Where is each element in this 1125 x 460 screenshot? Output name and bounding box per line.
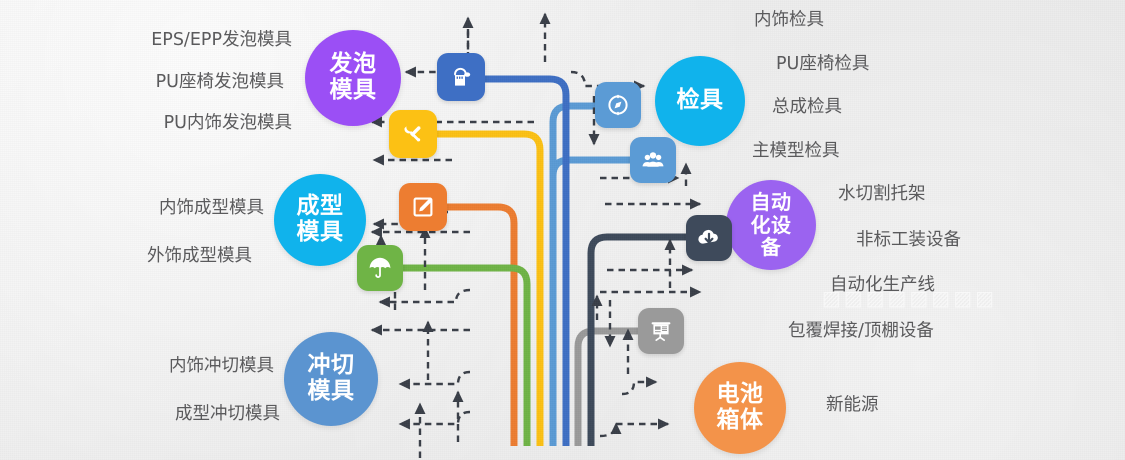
pipe-tools (430, 130, 544, 446)
phone-support-icon (454, 67, 471, 86)
label-auto-2: 非标工装设备 (856, 229, 961, 250)
labels-forming-mold: 内饰成型模具 外饰成型模具 (20, 198, 264, 266)
tile-edit[interactable] (399, 183, 447, 231)
umbrella-icon (369, 257, 391, 278)
hub-foaming-mold[interactable]: 发泡 模具 (305, 30, 401, 126)
arrow-left-7 (398, 410, 471, 430)
tile-compass[interactable] (595, 82, 641, 128)
hub-forming-mold[interactable]: 成型 模具 (274, 174, 366, 266)
hub-inspection-tool[interactable]: 检具 (655, 56, 745, 146)
label-punch-1: 内饰冲切模具 (169, 356, 274, 376)
hub-automation[interactable]: 自动 化设 备 (726, 180, 816, 270)
label-auto-1: 水切割托架 (838, 184, 926, 204)
label-forming-1: 内饰成型模具 (159, 198, 264, 218)
label-foaming-3: PU内饰发泡模具 (163, 113, 292, 133)
tile-team[interactable] (630, 137, 676, 183)
label-inspect-2: PU座椅检具 (776, 53, 870, 74)
hub-punching-mold-label: 冲切 模具 (307, 352, 355, 404)
hub-foaming-mold-label: 发泡 模具 (329, 51, 377, 103)
pipe-delivery (587, 233, 686, 446)
tile-presentation[interactable] (638, 308, 684, 354)
tools-icon (404, 126, 421, 142)
pipe-service (480, 75, 570, 446)
arrow-left-6 (398, 370, 471, 390)
presentation-icon (651, 322, 671, 342)
compass-icon (608, 94, 628, 116)
arrow-left-4 (378, 288, 471, 308)
labels-foaming-mold: EPS/EPP发泡模具 PU座椅发泡模具 PU内饰发泡模具 (20, 30, 292, 133)
arrow-right-5 (621, 376, 658, 396)
labels-inspection-tool: 内饰检具 PU座椅检具 总成检具 主模型检具 (752, 10, 1052, 161)
hub-battery-case[interactable]: 电池 箱体 (694, 362, 786, 454)
people-group-icon (642, 152, 664, 167)
hub-forming-mold-label: 成型 模具 (296, 193, 344, 245)
hub-automation-label: 自动 化设 备 (750, 190, 792, 260)
hub-punching-mold[interactable]: 冲切 模具 (284, 332, 378, 426)
label-forming-2: 外饰成型模具 (147, 245, 252, 266)
label-punch-2: 成型冲切模具 (175, 403, 280, 424)
label-auto-4: 包覆焊接/顶棚设备 (788, 320, 934, 341)
label-inspect-1: 内饰检具 (754, 10, 824, 30)
label-inspect-3: 总成检具 (772, 97, 842, 117)
tile-delivery[interactable] (686, 215, 732, 261)
labels-automation: 水切割托架 非标工装设备 自动化生产线 包覆焊接/顶棚设备 (788, 184, 1116, 340)
label-foaming-2: PU座椅发泡模具 (155, 71, 284, 92)
arrow-right-7 (599, 422, 622, 438)
tile-customer-service[interactable] (437, 53, 485, 101)
pipe-quality (396, 264, 531, 446)
label-foaming-1: EPS/EPP发泡模具 (151, 30, 292, 50)
label-inspect-4: 主模型检具 (752, 140, 840, 161)
edit-pencil-icon (413, 197, 433, 217)
hub-inspection-tool-label: 检具 (676, 87, 724, 114)
hub-battery-case-label: 电池 箱体 (716, 381, 764, 433)
label-battery-1: 新能源 (826, 395, 879, 415)
labels-battery-case: 新能源 (826, 395, 1046, 415)
watermark: ▨▨▨▨▨▨▨▨ (821, 286, 997, 310)
cloud-download-icon (698, 229, 718, 244)
arrow-to-inspect (570, 70, 646, 92)
labels-punching-mold: 内饰冲切模具 成型冲切模具 (20, 356, 280, 423)
tile-quality[interactable] (357, 245, 403, 291)
label-auto-3: 自动化生产线 (830, 275, 935, 295)
pipe-edit (440, 203, 518, 446)
tile-tools[interactable] (389, 110, 437, 158)
